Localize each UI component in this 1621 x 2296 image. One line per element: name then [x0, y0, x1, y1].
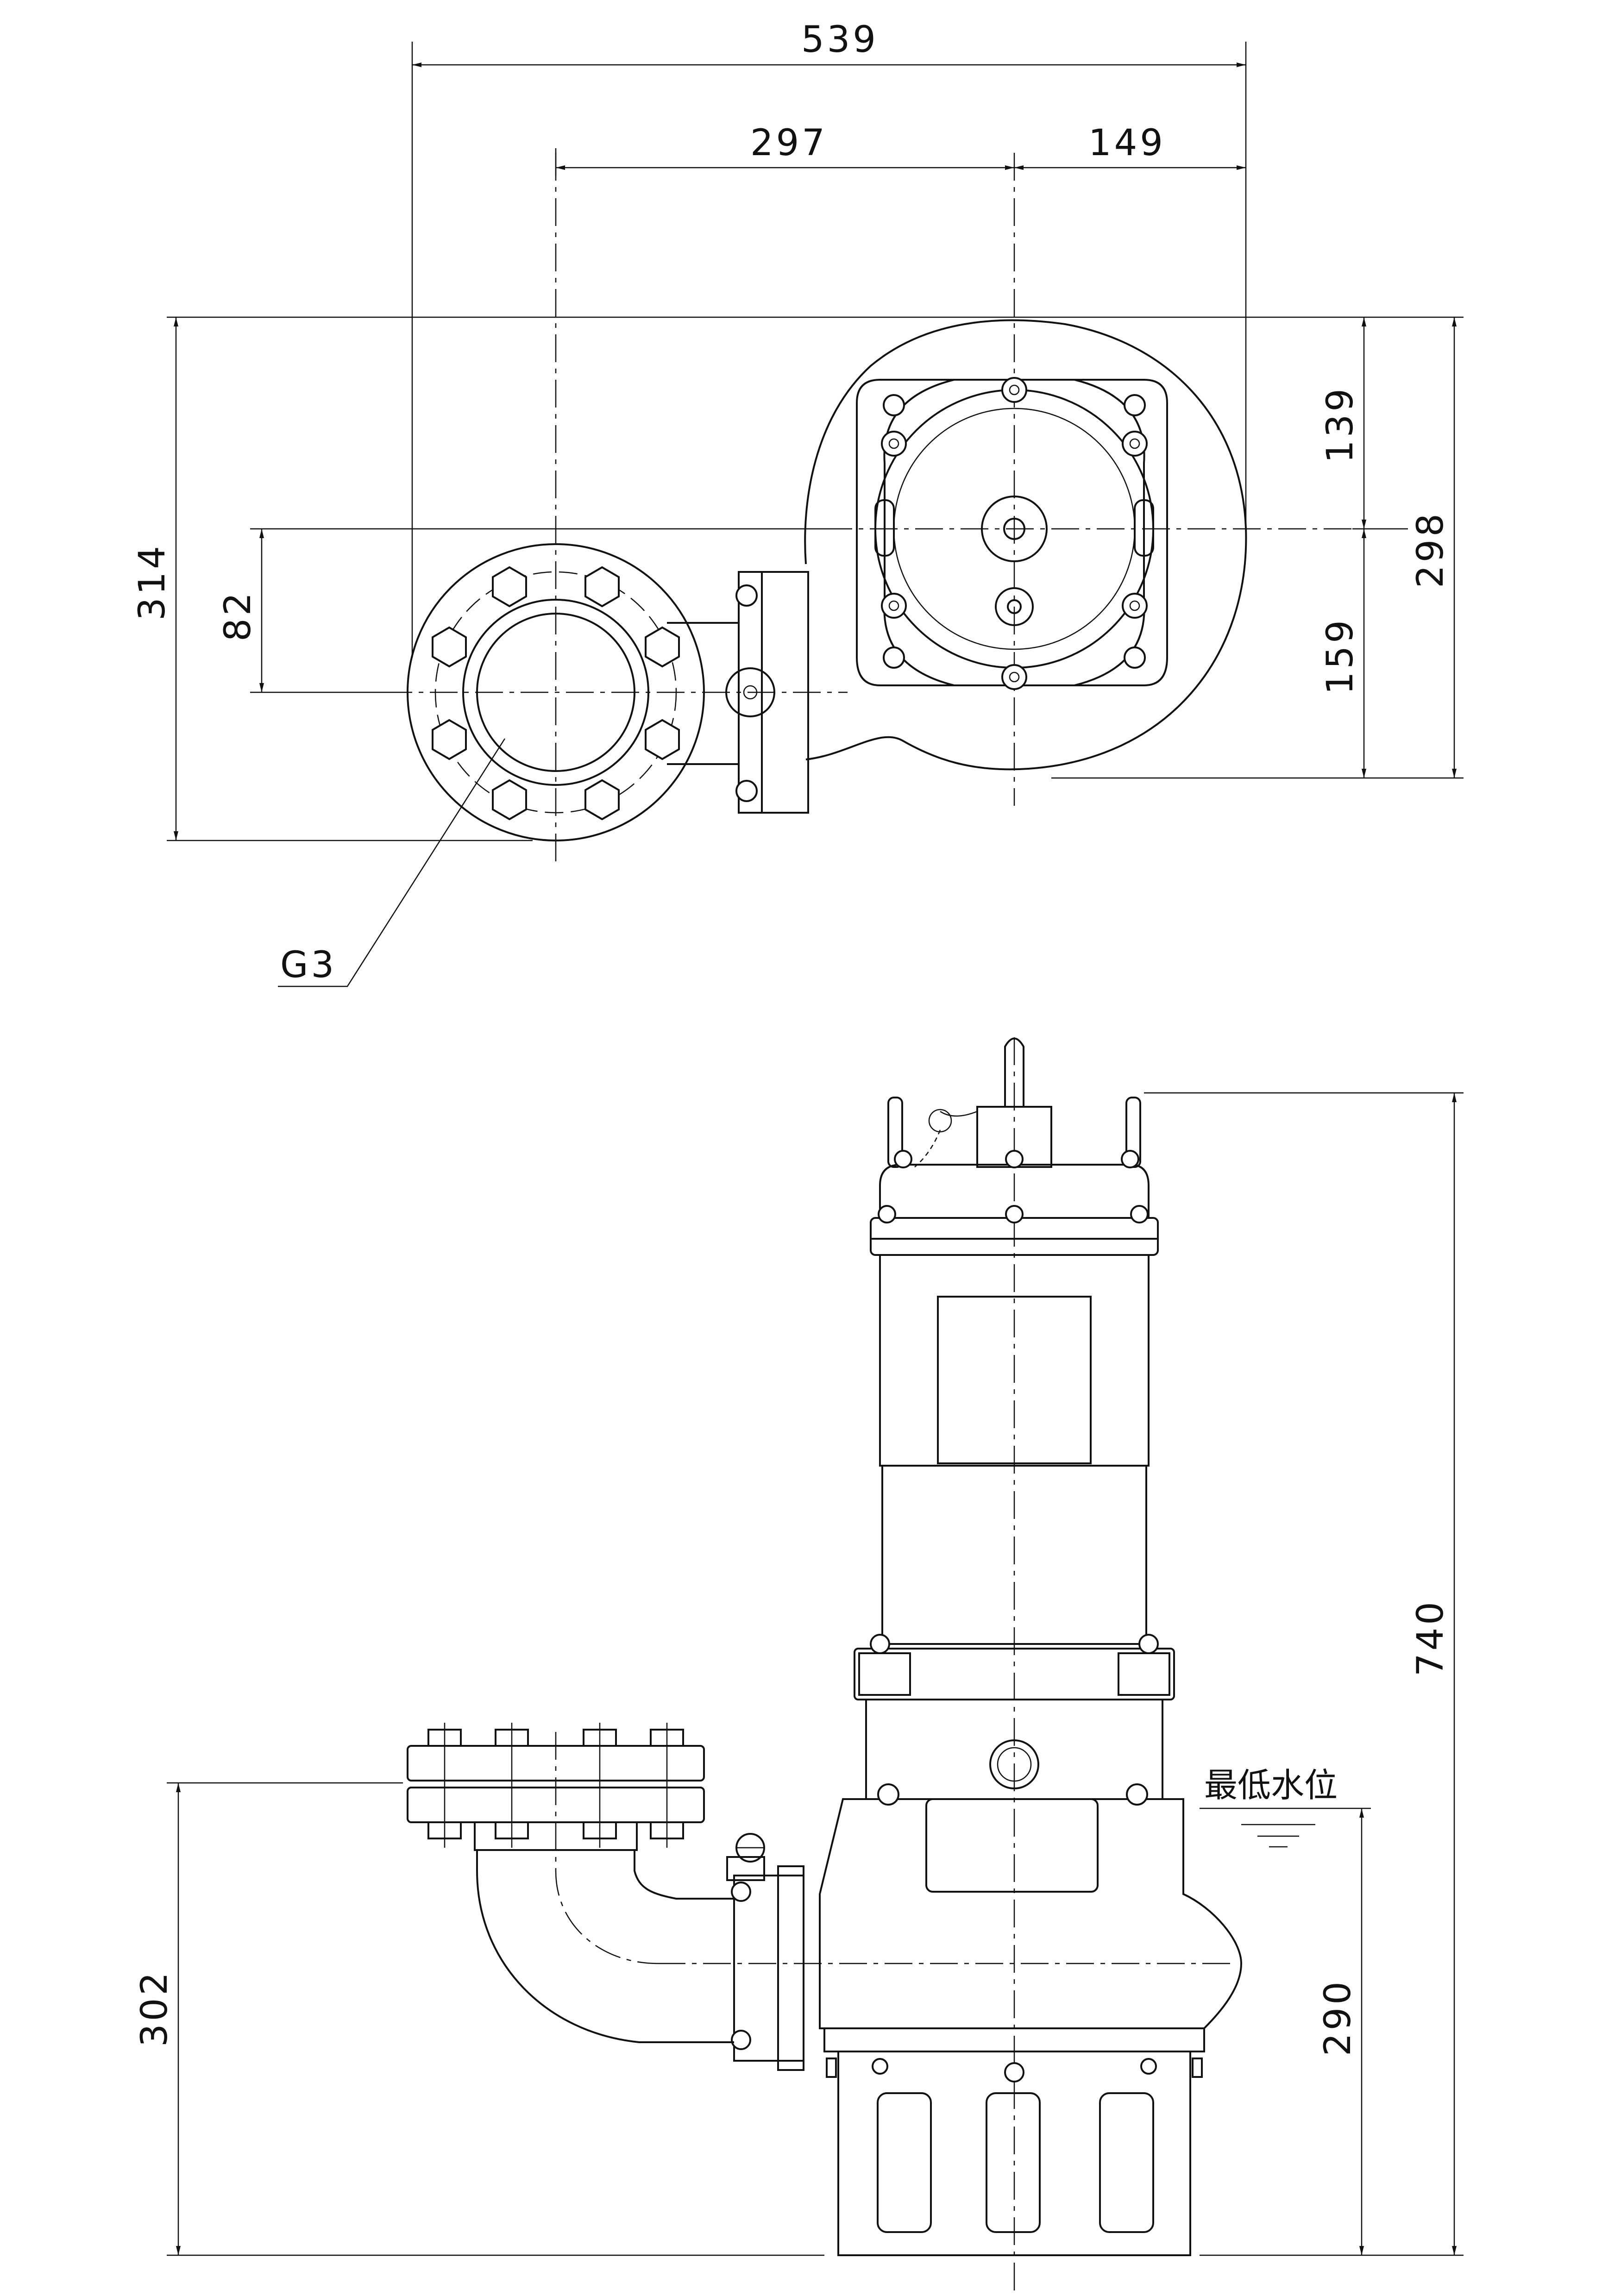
dim-outlet-height: 302: [134, 1970, 176, 2047]
min-water-level-label: 最低水位: [1204, 1766, 1338, 1805]
flange-bolts: [432, 566, 680, 821]
dim-lower-depth: 159: [1319, 617, 1361, 695]
dim-center-to-edge: 149: [1088, 122, 1166, 164]
dim-total-depth: 298: [1410, 511, 1451, 588]
dim-outlet-offset: 82: [217, 590, 259, 641]
dim-upper-depth: 139: [1319, 386, 1361, 463]
elevation-view: 最低水位 302 290 740: [134, 1037, 1464, 2296]
dim-plan-depth: 314: [132, 543, 173, 621]
dim-min-water-height: 290: [1317, 1979, 1359, 2056]
outlet-thread-label: G3: [280, 944, 337, 986]
pipe-bolts: [427, 1723, 684, 1848]
dim-overall-width: 539: [801, 19, 879, 61]
plan-bolts: [881, 377, 1148, 690]
dim-outlet-to-center: 297: [750, 122, 828, 164]
dim-total-height: 740: [1410, 1599, 1451, 1676]
plan-view: G3 539 297 149 314 82 139 159 298: [132, 19, 1464, 987]
